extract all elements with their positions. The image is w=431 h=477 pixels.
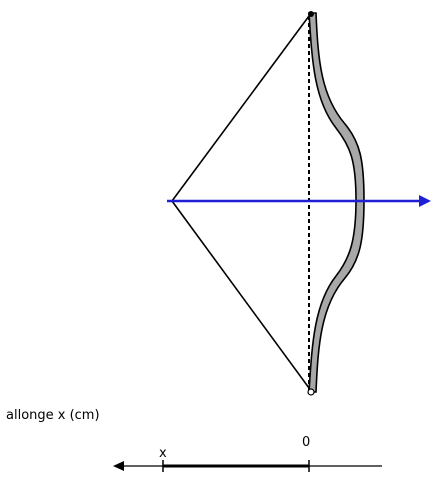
arrow-head [419,195,431,207]
bow-limb [308,12,365,393]
lower-limb-tip [307,388,315,396]
scale-zero-label: 0 [302,435,310,450]
scale-x-label: x [159,446,167,461]
upper-limb-tip [308,11,314,17]
axis-label: allonge x (cm) [6,408,100,423]
drawn-string-upper [171,15,310,202]
scale-axis-arrowhead [113,461,124,471]
drawn-string-lower [171,200,310,389]
